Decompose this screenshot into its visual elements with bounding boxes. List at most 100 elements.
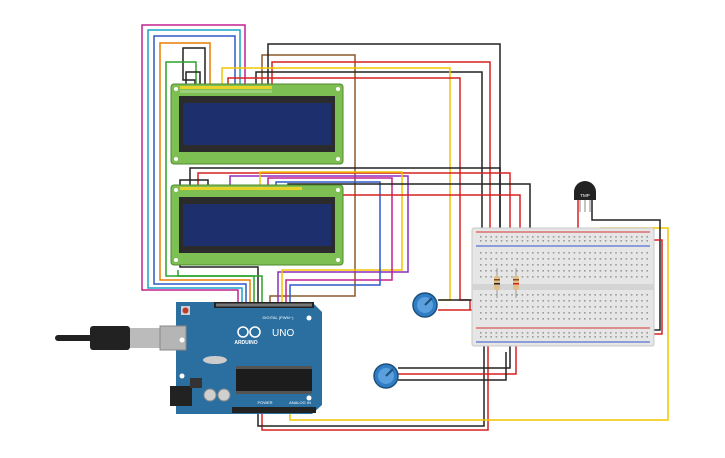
breadboard-hole[interactable] (625, 332, 628, 334)
breadboard-hole[interactable] (604, 240, 607, 242)
breadboard-hole[interactable] (636, 312, 638, 314)
breadboard-hole[interactable] (485, 312, 487, 314)
breadboard-hole[interactable] (615, 300, 617, 302)
breadboard-hole[interactable] (500, 236, 503, 238)
breadboard-hole[interactable] (558, 236, 560, 238)
wire-red-power[interactable] (261, 332, 489, 431)
breadboard-hole[interactable] (516, 264, 518, 266)
breadboard-hole[interactable] (485, 240, 487, 242)
breadboard-hole[interactable] (604, 252, 607, 254)
breadboard-hole[interactable] (641, 318, 643, 320)
breadboard-hole[interactable] (610, 312, 612, 314)
breadboard-hole[interactable] (620, 294, 622, 296)
breadboard-hole[interactable] (563, 276, 565, 278)
breadboard-hole[interactable] (563, 332, 565, 334)
breadboard-hole[interactable] (537, 258, 539, 260)
breadboard-hole[interactable] (537, 336, 539, 338)
breadboard-hole[interactable] (636, 306, 638, 308)
breadboard-hole[interactable] (584, 236, 586, 238)
breadboard-hole[interactable] (506, 252, 508, 254)
breadboard-hole[interactable] (589, 294, 591, 296)
breadboard-hole[interactable] (526, 332, 529, 334)
breadboard-hole[interactable] (563, 306, 565, 308)
breadboard-hole[interactable] (589, 240, 591, 242)
breadboard-hole[interactable] (480, 240, 482, 242)
breadboard-hole[interactable] (636, 276, 638, 278)
breadboard-hole[interactable] (578, 336, 581, 338)
breadboard-hole[interactable] (542, 294, 544, 296)
breadboard-hole[interactable] (495, 312, 498, 314)
breadboard-hole[interactable] (573, 236, 576, 238)
breadboard-hole[interactable] (615, 306, 617, 308)
breadboard-hole[interactable] (578, 294, 581, 296)
breadboard-hole[interactable] (568, 264, 570, 266)
breadboard-hole[interactable] (511, 276, 513, 278)
wire-magenta-mid[interactable] (267, 177, 393, 302)
wire-green-bottom[interactable] (177, 270, 263, 302)
breadboard-hole[interactable] (542, 318, 544, 320)
breadboard-hole[interactable] (537, 252, 539, 254)
breadboard-hole[interactable] (604, 318, 607, 320)
breadboard-hole[interactable] (615, 312, 617, 314)
breadboard-hole[interactable] (537, 270, 539, 272)
breadboard-hole[interactable] (573, 270, 576, 272)
breadboard-hole[interactable] (532, 318, 534, 320)
breadboard-hole[interactable] (516, 300, 518, 302)
breadboard-hole[interactable] (552, 336, 555, 338)
breadboard-hole[interactable] (526, 252, 529, 254)
breadboard-hole[interactable] (521, 258, 524, 260)
breadboard-hole[interactable] (599, 312, 602, 314)
breadboard-hole[interactable] (599, 306, 602, 308)
breadboard-hole[interactable] (636, 336, 638, 338)
breadboard[interactable] (471, 227, 655, 347)
breadboard-hole[interactable] (521, 312, 524, 314)
breadboard-hole[interactable] (511, 312, 513, 314)
breadboard-hole[interactable] (630, 252, 633, 254)
breadboard-hole[interactable] (620, 318, 622, 320)
breadboard-hole[interactable] (594, 264, 596, 266)
breadboard-hole[interactable] (625, 252, 628, 254)
wire-red-top-2[interactable] (227, 77, 471, 310)
breadboard-hole[interactable] (526, 236, 529, 238)
breadboard-hole[interactable] (500, 270, 503, 272)
breadboard-hole[interactable] (625, 240, 628, 242)
breadboard-hole[interactable] (584, 312, 586, 314)
breadboard-hole[interactable] (578, 312, 581, 314)
breadboard-hole[interactable] (500, 332, 503, 334)
breadboard-hole[interactable] (511, 240, 513, 242)
breadboard-hole[interactable] (573, 332, 576, 334)
breadboard-hole[interactable] (589, 312, 591, 314)
breadboard-hole[interactable] (537, 300, 539, 302)
breadboard-hole[interactable] (480, 236, 482, 238)
breadboard-hole[interactable] (532, 332, 534, 334)
breadboard-hole[interactable] (552, 252, 555, 254)
breadboard-hole[interactable] (537, 276, 539, 278)
breadboard-hole[interactable] (578, 240, 581, 242)
breadboard-hole[interactable] (563, 336, 565, 338)
breadboard-hole[interactable] (636, 240, 638, 242)
breadboard-hole[interactable] (625, 276, 628, 278)
breadboard-hole[interactable] (630, 306, 633, 308)
breadboard-hole[interactable] (485, 336, 487, 338)
breadboard-hole[interactable] (573, 306, 576, 308)
breadboard-hole[interactable] (573, 252, 576, 254)
breadboard-hole[interactable] (547, 318, 550, 320)
breadboard-hole[interactable] (552, 300, 555, 302)
breadboard-hole[interactable] (526, 276, 529, 278)
breadboard-hole[interactable] (641, 300, 643, 302)
breadboard-hole[interactable] (625, 312, 628, 314)
breadboard-hole[interactable] (630, 300, 633, 302)
breadboard-hole[interactable] (641, 264, 643, 266)
breadboard-hole[interactable] (485, 306, 487, 308)
breadboard-hole[interactable] (646, 276, 648, 278)
breadboard-hole[interactable] (568, 312, 570, 314)
breadboard-hole[interactable] (485, 300, 487, 302)
breadboard-hole[interactable] (506, 264, 508, 266)
wire-black-mid[interactable] (189, 167, 501, 236)
breadboard-hole[interactable] (599, 240, 602, 242)
breadboard-hole[interactable] (542, 236, 544, 238)
breadboard-hole[interactable] (568, 294, 570, 296)
breadboard-hole[interactable] (625, 318, 628, 320)
breadboard-hole[interactable] (641, 236, 643, 238)
breadboard-hole[interactable] (490, 252, 492, 254)
